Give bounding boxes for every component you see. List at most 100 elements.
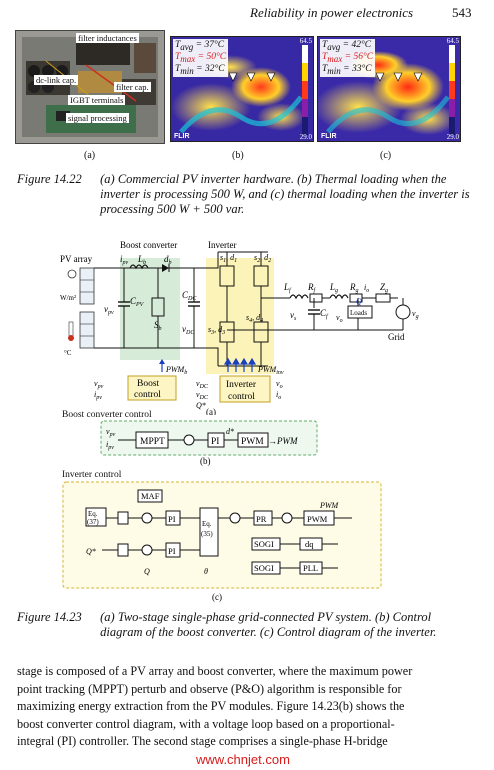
eq35-line1: Eq. [202,520,212,528]
dq-block: dq [305,539,314,549]
tavg-sub-c: avg [327,41,341,52]
body-line-3: maximizing energy extraction from the PV… [17,699,405,713]
pwminv-output: PWM [319,501,340,510]
grid-label: Grid [388,332,405,342]
thermal-image-500w: Tavg = 37°C Tmax = 50°C Tmin = 32°C 64.5… [170,36,314,142]
boost-input-vpv: vpv [94,379,104,390]
tmin-sub-c: min [327,65,341,76]
thermal-legend-c: Tavg = 42°C Tmax = 56°C Tmin = 33°C [320,39,376,77]
scale-top-c: 64.5 [446,37,459,45]
vpv-label: vpv [104,304,114,316]
tmax-sub-c: max [327,53,343,64]
watermark: www.chnjet.com [196,752,290,767]
tmin-sub: min [180,65,194,76]
d-star-label: d* [226,427,234,436]
boost-control-diagram: vpv ipv MPPT PI d* PWM →PWM (b) [100,420,318,466]
sublabel-14-23-b: (b) [200,456,211,466]
boost-control-line2: control [134,390,161,400]
label-filter-cap: filter cap. [114,82,151,92]
flir-logo-b: FLIR [174,133,190,140]
caption-14-23-label: Figure 14.23 [17,610,82,624]
irradiance-unit: W/m² [60,294,76,302]
boost-converter-title: Boost converter [120,240,177,250]
s1d1-label: s1, d1 [220,253,237,264]
body-line-5: integral (PI) controller. The second sta… [17,734,388,748]
running-header-title: Reliability in power electronics [250,5,414,20]
pi-block-c2: PI [168,546,176,556]
tmax-value: = 50°C [195,51,227,62]
tmax-symbol: T [175,51,181,62]
caption-14-22-text: (a) Commercial PV inverter hardware. (b)… [100,172,470,216]
inv-input-q: Q* [196,401,206,410]
q-star-input: Q* [86,547,96,556]
tavg-value: = 37°C [193,40,225,50]
tmin-value: = 32°C [193,63,225,74]
pwmb-label: PWMb [165,365,187,376]
pwm-block-b: PWM [241,437,264,447]
sogi-block-1: SOGI [254,539,274,549]
page-number: 543 [452,5,472,20]
inv-input-vo: vo [276,379,283,390]
inv-input-vdc2: vDC [196,390,209,401]
s3d3-label: s3, d3 [208,325,225,336]
sublabel-14-23-a: (a) [206,407,216,415]
pwm-block-c: PWM [307,514,328,524]
pv-inverter-photo: filter inductances dc-link cap. filter c… [15,30,165,144]
cdc-label: CDC [182,290,197,302]
tavg-symbol: T [175,40,181,50]
theta-label: θ [204,567,208,576]
scale-bottom-b: 29.0 [299,133,312,141]
pwminv-label: PWMinv [257,365,284,376]
inv-input-io: io [276,390,281,401]
boost-control-diagram-title: Boost converter control [62,410,152,420]
sogi-block-2: SOGI [254,563,274,573]
eq37-line2: (37) [87,518,99,526]
loads-label: Loads [350,309,367,317]
vdc-label: vDC [182,324,195,336]
label-dc-link-cap: dc-link cap. [34,75,79,85]
scale-top-b: 64.5 [299,37,312,45]
boost-control-line1: Boost [137,379,160,389]
eq37-line1: Eq. [88,510,98,518]
rf-label: Rf [307,282,317,294]
body-paragraph: stage is composed of a PV array and boos… [17,663,462,751]
boost-shade [120,258,180,360]
caption-14-23: Figure 14.23 (a) Two-stage single-phase … [17,610,477,640]
s2d2-label: s2, d2 [254,253,271,264]
db-label: db [164,254,172,266]
eq35-line2: (35) [201,530,213,538]
boost-input-ipv: ipv [94,390,102,401]
caption-14-22-label: Figure 14.22 [17,172,82,186]
sublabel-14-23-c: (c) [212,592,222,602]
label-igbt-terminals: IGBT terminals [68,95,126,105]
body-line-4: boost converter control diagram, with a … [17,716,395,731]
lf-label: Lf [283,282,292,294]
tmin-symbol-c: T [322,63,328,74]
maf-block: MAF [141,491,160,501]
vo-label: vo [336,313,343,324]
sublabel-c: (c) [380,150,392,161]
tmax-sub: max [180,53,196,64]
label-signal-processing: signal processing [66,113,129,123]
inverter-shade [206,258,274,374]
tmax-symbol-c: T [322,51,328,62]
flir-logo-c: FLIR [321,133,337,140]
pwmb-output: →PWM [268,436,298,446]
sublabel-b: (b) [232,150,244,161]
vg-label: vg [412,309,419,320]
label-filter-inductances: filter inductances [76,33,139,43]
tmax-value-c: = 56°C [342,51,374,62]
mppt-block: MPPT [140,437,165,447]
lb-label: Lb [137,254,146,266]
inverter-control-line1: Inverter [226,380,257,390]
zg-label: Zg [380,282,388,294]
temperature-unit: °C [64,349,72,357]
pv-system-circuit: Boost converter Inverter PV array W/m² °… [60,240,419,415]
inverter-title: Inverter [208,240,236,250]
io-label: io [364,283,369,294]
sb-label: Sb [154,320,162,332]
lg-label: Lg [329,282,338,294]
tavg-value-c: = 42°C [340,40,372,50]
tmin-value-c: = 33°C [340,63,372,74]
thermal-image-500w-500var: Tavg = 42°C Tmax = 56°C Tmin = 33°C 64.5… [317,36,461,142]
